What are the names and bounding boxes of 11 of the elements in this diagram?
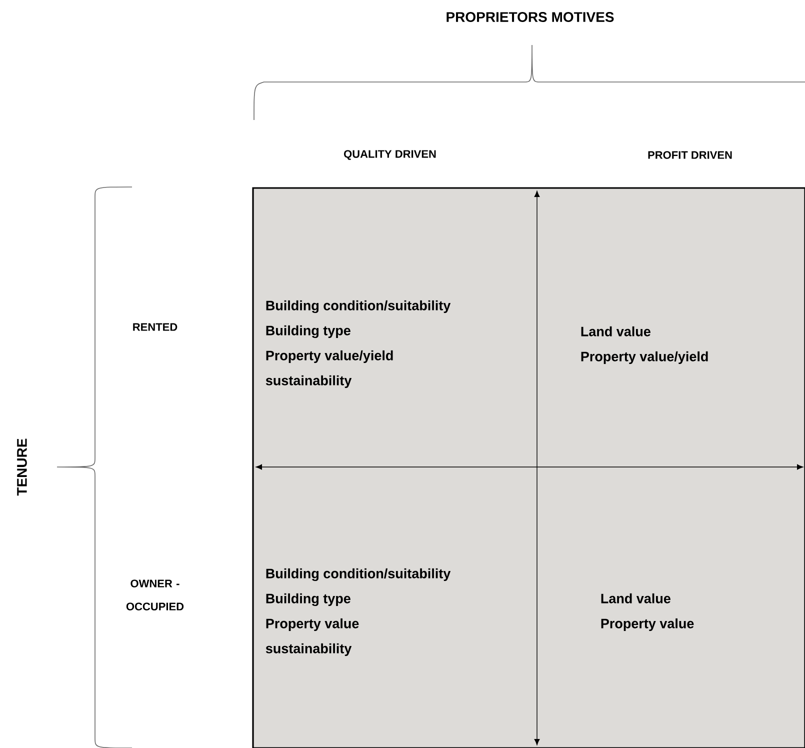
row-heading: RENTED	[133, 323, 178, 331]
axis-title: TENURE	[17, 438, 27, 496]
heading: PROPRIETORS MOTIVES	[446, 12, 614, 22]
quadrant-grid	[252, 187, 805, 748]
column-heading: PROFIT DRIVEN	[648, 151, 732, 159]
column-heading: QUALITY DRIVEN	[344, 150, 436, 160]
row-heading: OWNER - OCCUPIED	[126, 580, 184, 610]
quadrant-text: Land value Property value/yield	[581, 326, 708, 364]
quadrant-text: Land value Property value	[601, 593, 694, 631]
quadrant-text: Building condition/suitability Building type Property value sustainability	[266, 568, 451, 656]
quadrant-text: Building condition/suitability Building type Property value/yield sustainability	[266, 300, 451, 388]
